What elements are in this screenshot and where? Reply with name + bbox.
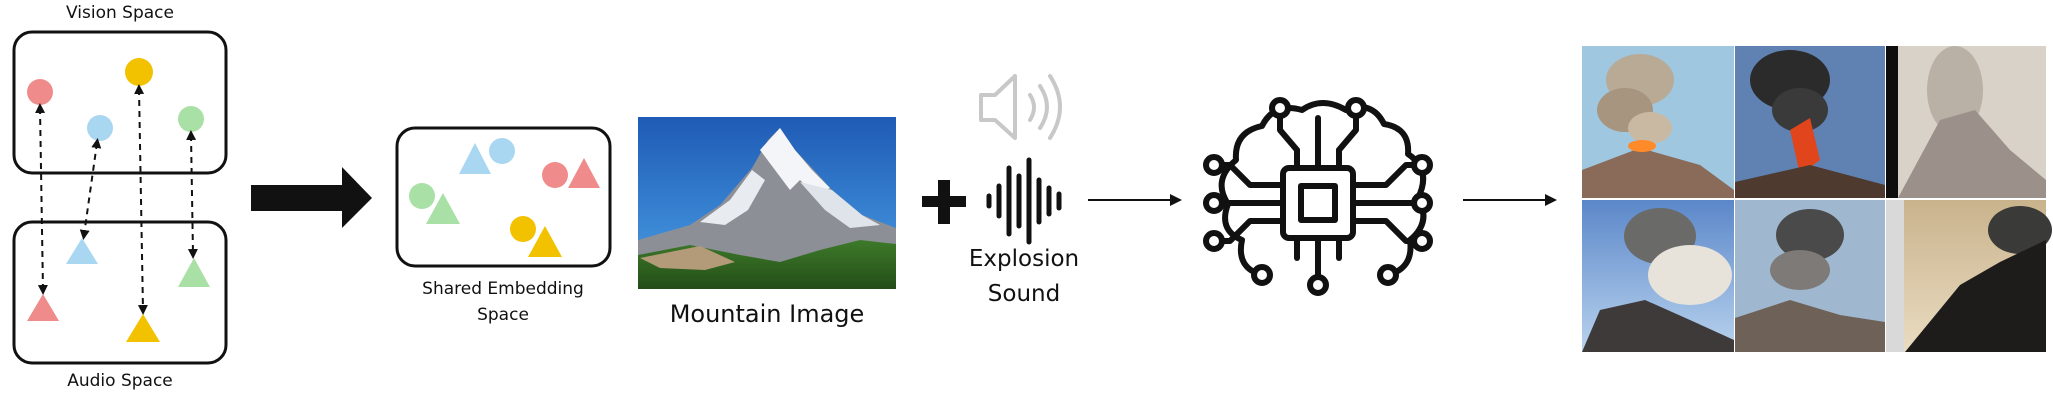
vision-point-pink bbox=[27, 79, 53, 105]
vision-space-title: Vision Space bbox=[66, 3, 174, 23]
align-arrow-blue bbox=[79, 138, 102, 240]
shared-tri-blue bbox=[459, 143, 491, 174]
mountain-image-label: Mountain Image bbox=[669, 300, 865, 328]
audio-space-title: Audio Space bbox=[67, 371, 173, 391]
audio-space-box bbox=[12, 220, 228, 365]
mountain-image bbox=[638, 117, 896, 289]
shared-tri-pink bbox=[568, 158, 600, 188]
audio-point-green bbox=[178, 258, 210, 287]
alignment-arrows bbox=[35, 84, 198, 315]
vision-space-group bbox=[12, 30, 228, 175]
ai-brain-circuit-icon bbox=[1203, 97, 1433, 296]
audio-space-group bbox=[12, 220, 228, 365]
shared-embedding-label-line1: Shared Embedding bbox=[422, 279, 584, 299]
shared-embedding-label-line2: Space bbox=[477, 305, 529, 325]
shared-circle-green bbox=[409, 183, 435, 209]
audio-point-blue bbox=[66, 238, 98, 264]
output-tile-1 bbox=[1582, 46, 1734, 198]
shared-tri-yellow bbox=[528, 226, 562, 257]
shared-embedding-box bbox=[395, 126, 612, 268]
audio-point-yellow bbox=[126, 314, 160, 342]
sound-waveform-icon bbox=[986, 157, 1062, 245]
vision-point-yellow bbox=[125, 58, 153, 86]
output-tile-2 bbox=[1735, 46, 1885, 198]
sound-label-line1: Explosion bbox=[968, 246, 1080, 272]
shared-circle-pink bbox=[542, 162, 568, 188]
align-arrow-pink bbox=[35, 103, 48, 295]
sound-label-line2: Sound bbox=[987, 281, 1061, 307]
output-tile-3 bbox=[1886, 46, 2046, 198]
vision-space-box bbox=[12, 30, 228, 175]
audio-point-pink bbox=[27, 294, 59, 321]
big-arrow-icon bbox=[251, 167, 372, 228]
plus-icon bbox=[922, 180, 966, 224]
vision-point-blue bbox=[87, 115, 113, 141]
align-arrow-yellow bbox=[134, 84, 148, 315]
shared-tri-green bbox=[426, 193, 460, 224]
shared-circle-blue bbox=[489, 138, 515, 164]
output-tile-4 bbox=[1582, 200, 1734, 352]
output-image-grid bbox=[1582, 46, 2052, 352]
output-tile-6 bbox=[1886, 200, 2052, 352]
align-arrow-green bbox=[186, 130, 198, 259]
shared-embedding-group bbox=[395, 126, 612, 268]
speaker-icon bbox=[979, 74, 1062, 140]
output-tile-5 bbox=[1735, 200, 1885, 352]
vision-point-green bbox=[178, 106, 204, 132]
shared-circle-yellow bbox=[510, 216, 536, 242]
